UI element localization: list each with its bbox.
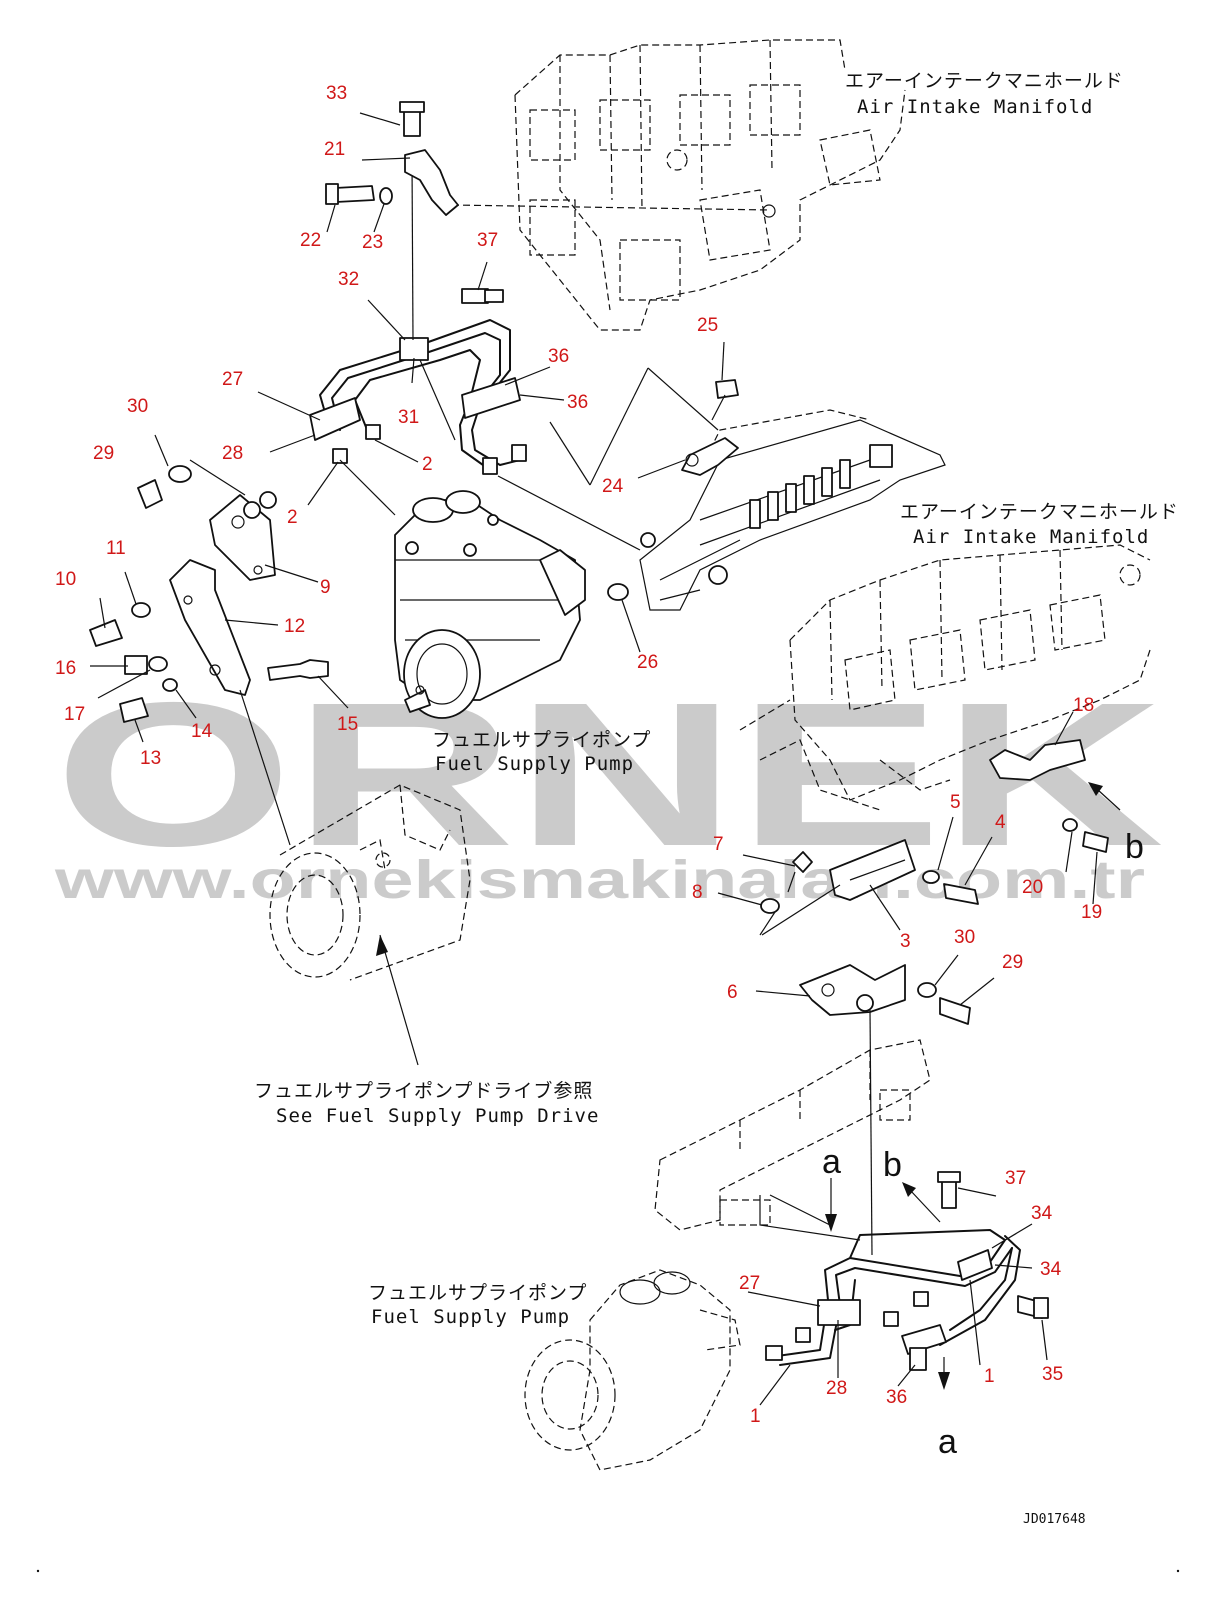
callout-17: 17 — [64, 704, 85, 725]
callout-5: 5 — [950, 792, 961, 813]
callout-30-right: 30 — [954, 927, 975, 948]
callout-29-left: 29 — [93, 443, 114, 464]
watermark: ORNEK www.ornekismakinalari.com.tr — [54, 660, 1164, 910]
callout-27-top: 27 — [222, 369, 243, 390]
arrows — [376, 782, 1121, 1390]
callout-36-bottom: 36 — [886, 1387, 907, 1408]
view-marker-a-top: a — [822, 1143, 841, 1181]
pump-low-en-label: Fuel Supply Pump — [371, 1306, 570, 1328]
pipes-lower — [759, 1009, 1049, 1371]
callout-30-left: 30 — [127, 396, 148, 417]
callout-28-top: 28 — [222, 443, 243, 464]
corner-marks — [36, 1569, 1180, 1573]
view-marker-b-right: b — [1125, 828, 1144, 866]
drive-ref-jp-label: フュエルサプライポンプドライブ参照 — [254, 1079, 593, 1102]
drawing-id: JD017648 — [1023, 1512, 1086, 1527]
captions: エアーインテークマニホールド Air Intake Manifold エアーイン… — [254, 70, 1179, 1527]
callout-16: 16 — [55, 658, 76, 679]
manifold-top-jp-label: エアーインテークマニホールド — [845, 70, 1124, 92]
callout-11: 11 — [106, 538, 126, 559]
callout-36-top: 36 — [548, 346, 569, 367]
callout-24: 24 — [602, 476, 624, 497]
callout-22: 22 — [300, 230, 321, 251]
pump-drive-housing — [269, 784, 471, 981]
brackets-right — [760, 739, 1109, 1025]
watermark-brand: ORNEK — [54, 660, 1164, 889]
callouts: 33 21 22 23 37 32 27 31 30 28 2 29 2 9 1… — [55, 83, 1102, 1427]
callout-9: 9 — [320, 577, 331, 598]
callout-26: 26 — [637, 652, 658, 673]
callout-20: 20 — [1022, 877, 1043, 898]
manifold-right-jp-label: エアーインテークマニホールド — [900, 501, 1179, 523]
callout-8: 8 — [692, 882, 703, 903]
callout-15: 15 — [337, 714, 358, 735]
fuel-supply-pump-upper — [394, 490, 586, 719]
pipes-upper — [309, 159, 527, 475]
callout-1-left: 1 — [750, 1406, 761, 1427]
callout-6: 6 — [727, 982, 738, 1003]
drive-ref-en-label: See Fuel Supply Pump Drive — [276, 1105, 599, 1127]
callout-34-top: 34 — [1031, 1203, 1053, 1224]
callout-21: 21 — [324, 139, 345, 160]
callout-34-bottom: 34 — [1040, 1259, 1062, 1280]
callout-13: 13 — [140, 748, 161, 769]
callout-18: 18 — [1073, 695, 1094, 716]
brackets-left — [89, 101, 739, 723]
callout-37-bottom: 37 — [1005, 1168, 1026, 1189]
callout-36-mid: 36 — [567, 392, 588, 413]
callout-12: 12 — [284, 616, 305, 637]
callout-28-bottom: 28 — [826, 1378, 847, 1399]
callout-3: 3 — [900, 931, 911, 952]
manifold-top-en-label: Air Intake Manifold — [857, 96, 1093, 118]
manifold-right-en-label: Air Intake Manifold — [913, 526, 1149, 548]
callout-4: 4 — [995, 812, 1006, 833]
callout-37-top: 37 — [477, 230, 498, 251]
fuel-rail-upper — [639, 409, 946, 611]
callout-2-left: 2 — [287, 507, 298, 528]
callout-32: 32 — [338, 269, 359, 290]
callout-27-bottom: 27 — [739, 1273, 760, 1294]
callout-29-right: 29 — [1002, 952, 1023, 973]
callout-31: 31 — [398, 407, 419, 428]
engine-block-right — [739, 544, 1151, 811]
pump-low-jp-label: フュエルサプライポンプ — [368, 1282, 587, 1304]
pump-mid-en-label: Fuel Supply Pump — [435, 753, 634, 775]
callout-25: 25 — [697, 315, 718, 336]
callout-23: 23 — [362, 232, 383, 253]
view-marker-b-top: b — [883, 1146, 902, 1184]
callout-19: 19 — [1081, 902, 1102, 923]
callout-2-right: 2 — [422, 454, 433, 475]
engine-block-top — [451, 39, 906, 331]
leader-lines — [90, 112, 1098, 1406]
callout-35: 35 — [1042, 1364, 1063, 1385]
pump-mid-jp-label: フュエルサプライポンプ — [432, 729, 651, 751]
fuel-rail-lower — [654, 1039, 931, 1231]
callout-33: 33 — [326, 83, 347, 104]
callout-10: 10 — [55, 569, 76, 590]
callout-14: 14 — [191, 721, 213, 742]
fuel-supply-pump-lower — [524, 1269, 741, 1471]
view-markers: a a b b — [822, 828, 1144, 1461]
callout-7: 7 — [713, 834, 724, 855]
callout-1-right: 1 — [984, 1366, 995, 1387]
view-marker-a-bottom: a — [938, 1423, 957, 1461]
watermark-url: www.ornekismakinalari.com.tr — [54, 850, 1145, 910]
